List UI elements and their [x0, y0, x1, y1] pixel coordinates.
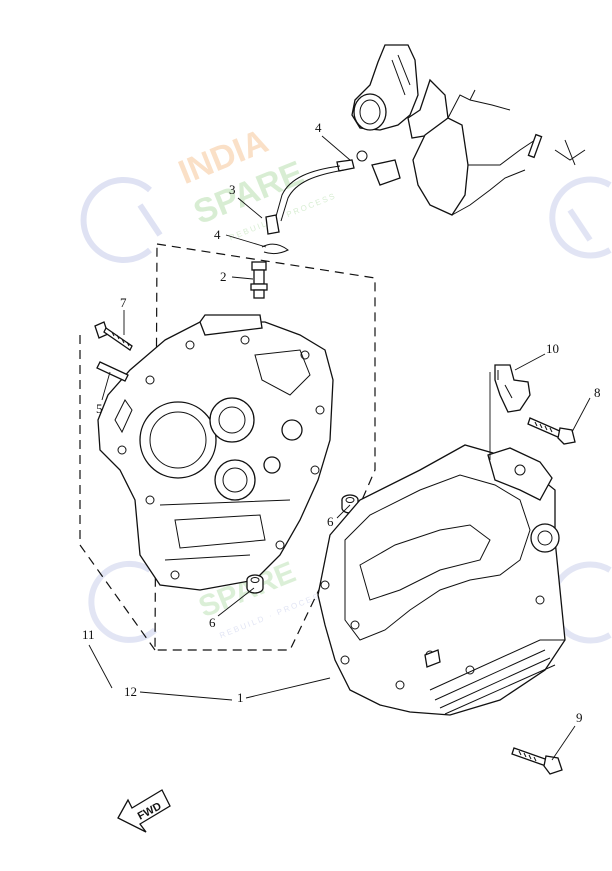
leader-lines [88, 135, 591, 761]
right-case-top-boss [487, 447, 553, 501]
carburetor-ribs [391, 54, 411, 96]
breather-nipple-2 [250, 261, 268, 299]
hose-piece-3 [265, 214, 280, 235]
wrench-handle-right-icon [567, 208, 593, 242]
dowel-pin-6-lower [246, 574, 264, 594]
crankshaft-bore-inner [149, 411, 207, 469]
callout-4-upper: 4 [315, 120, 322, 135]
fwd-arrow-icon [117, 789, 171, 833]
left-case-webs [159, 499, 291, 561]
callout-8: 8 [594, 385, 601, 400]
left-case-rib-lower [174, 514, 266, 549]
clip-lower [261, 243, 289, 255]
breather-joint [371, 159, 401, 186]
clip-ring [356, 150, 368, 162]
bearing-bore-upper [209, 397, 255, 443]
bolt-7 [94, 321, 133, 351]
right-case-boss-inner [537, 530, 553, 546]
wrench-logo-right-icon [549, 176, 612, 259]
left-case-rib-upper [254, 349, 311, 396]
breather-hose [274, 165, 341, 221]
bolt-8 [527, 417, 576, 445]
intake-manifold [407, 78, 449, 139]
right-case-inner [344, 474, 531, 641]
right-crankcase-half [317, 444, 566, 716]
left-case-top-boss [199, 314, 263, 336]
callout-9: 9 [576, 710, 583, 725]
callout-6-upper: 6 [327, 514, 334, 529]
callout-4-lower: 4 [214, 227, 221, 242]
shaft-hole [281, 419, 303, 441]
dashed-bracket-11 [79, 335, 156, 651]
callout-3: 3 [229, 182, 236, 197]
callout-numbers: 1 2 3 4 4 5 6 6 7 8 9 10 11 12 [82, 120, 601, 725]
bearing-bore-upper-inner [218, 406, 246, 434]
engine-assembly [336, 44, 586, 216]
bearing-bore-lower [214, 459, 256, 501]
callout-12: 12 [124, 684, 137, 699]
callout-11: 11 [82, 627, 95, 642]
carburetor-inlet [353, 93, 387, 131]
callout-2: 2 [220, 269, 227, 284]
bearing-bore-lower-inner [222, 467, 248, 493]
engine-fins [447, 89, 511, 119]
fwd-arrow: FWD [117, 789, 171, 833]
shaft-hole-2 [263, 456, 281, 474]
watermark-right [549, 176, 612, 644]
callout-7: 7 [120, 295, 127, 310]
carburetor-bore [359, 99, 381, 125]
breather-hose-edge [280, 169, 345, 222]
engine-side-cover [412, 117, 469, 216]
engine-lower-edge [451, 169, 526, 216]
right-case-boss [530, 523, 560, 553]
callout-6-lower: 6 [209, 615, 216, 630]
left-case-bolt-holes [117, 335, 325, 580]
throttle-cable [468, 139, 536, 166]
callout-10: 10 [546, 341, 559, 356]
crankshaft-bore [139, 401, 217, 479]
bracket-10 [494, 364, 531, 413]
wrench-logo-icon [80, 177, 152, 263]
left-case-slot [114, 399, 133, 434]
left-case-outline [97, 321, 334, 591]
pin-5 [96, 361, 129, 382]
cable-bracket [554, 139, 586, 166]
right-case-outline [317, 444, 566, 716]
callout-5: 5 [96, 401, 103, 416]
right-case-top-hole [514, 464, 526, 476]
wrench-logo-middle-icon [88, 560, 158, 643]
clip-upper [336, 159, 355, 172]
wrench-handle-icon [137, 203, 163, 237]
right-case-rib [359, 524, 491, 601]
oil-pan-fins [429, 639, 565, 715]
right-case-stud [424, 649, 441, 668]
bolt-9 [511, 747, 563, 775]
left-crankcase-half [97, 314, 334, 591]
watermark-top: INDIA SPARE REBUILD · PROCESS [80, 122, 338, 263]
callout-1: 1 [237, 690, 244, 705]
cable-end [527, 133, 543, 159]
